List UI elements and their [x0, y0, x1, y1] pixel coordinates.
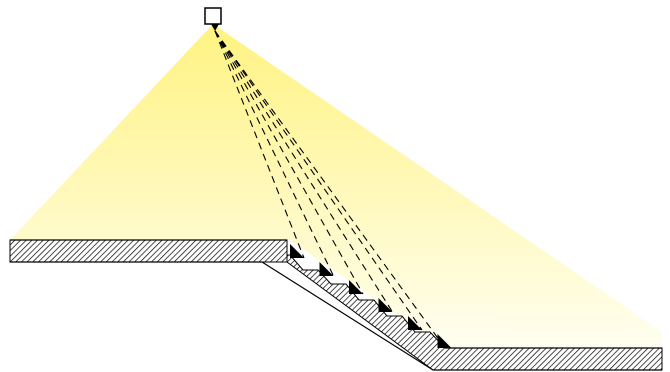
- light-ray: [214, 30, 446, 349]
- light-ray: [214, 30, 334, 277]
- stair-step: [349, 280, 363, 294]
- slope-bottom: [261, 261, 434, 371]
- staircase: [290, 244, 452, 348]
- light-ray: [214, 30, 393, 313]
- lamp-tip: [211, 24, 219, 31]
- stair-step: [437, 334, 452, 348]
- stair-step: [378, 298, 393, 312]
- light-ray: [214, 30, 305, 259]
- square-lamp-icon: [204, 7, 222, 25]
- stair-step: [319, 262, 334, 276]
- stair-step: [408, 316, 422, 330]
- light-cone: [10, 24, 662, 348]
- stair-step: [290, 244, 304, 258]
- light-rays: [214, 30, 446, 349]
- light-ray: [214, 30, 423, 331]
- light-ray: [214, 30, 364, 295]
